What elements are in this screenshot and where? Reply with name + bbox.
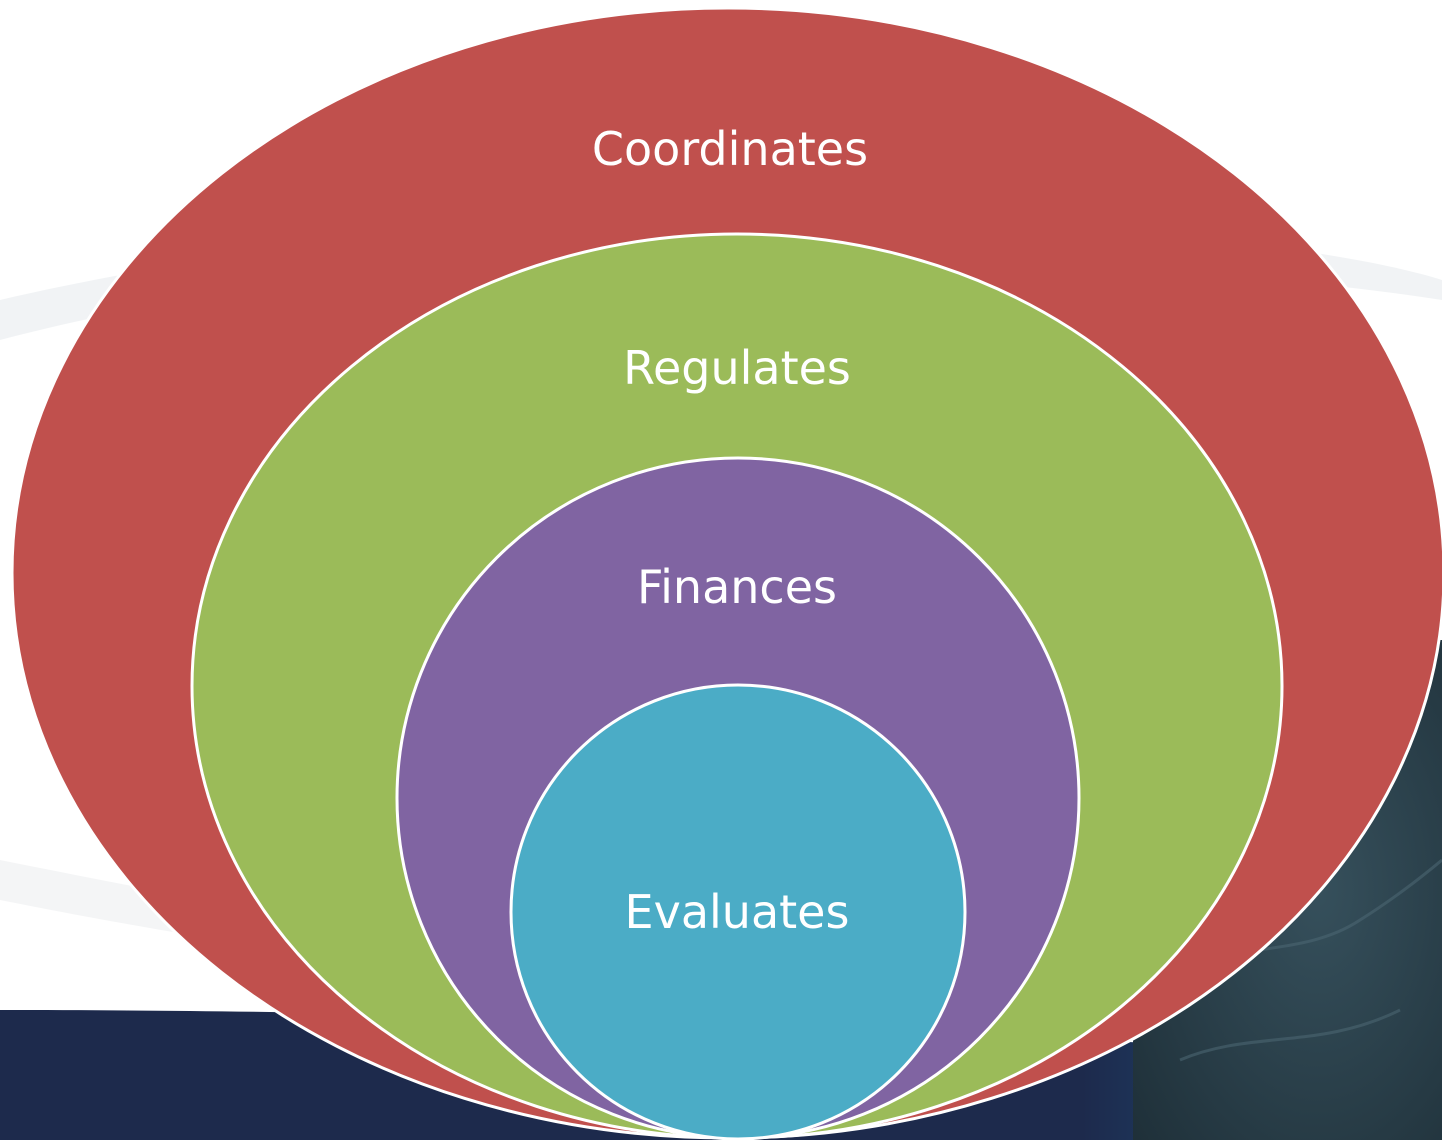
label-finances: Finances	[637, 560, 837, 614]
ellipse-evaluates[interactable]	[509, 683, 967, 1140]
label-coordinates: Coordinates	[592, 122, 868, 176]
label-regulates: Regulates	[623, 341, 851, 395]
nested-ellipse-diagram: Coordinates Regulates Finances Evaluates	[10, 6, 1442, 1140]
label-evaluates: Evaluates	[625, 885, 850, 939]
